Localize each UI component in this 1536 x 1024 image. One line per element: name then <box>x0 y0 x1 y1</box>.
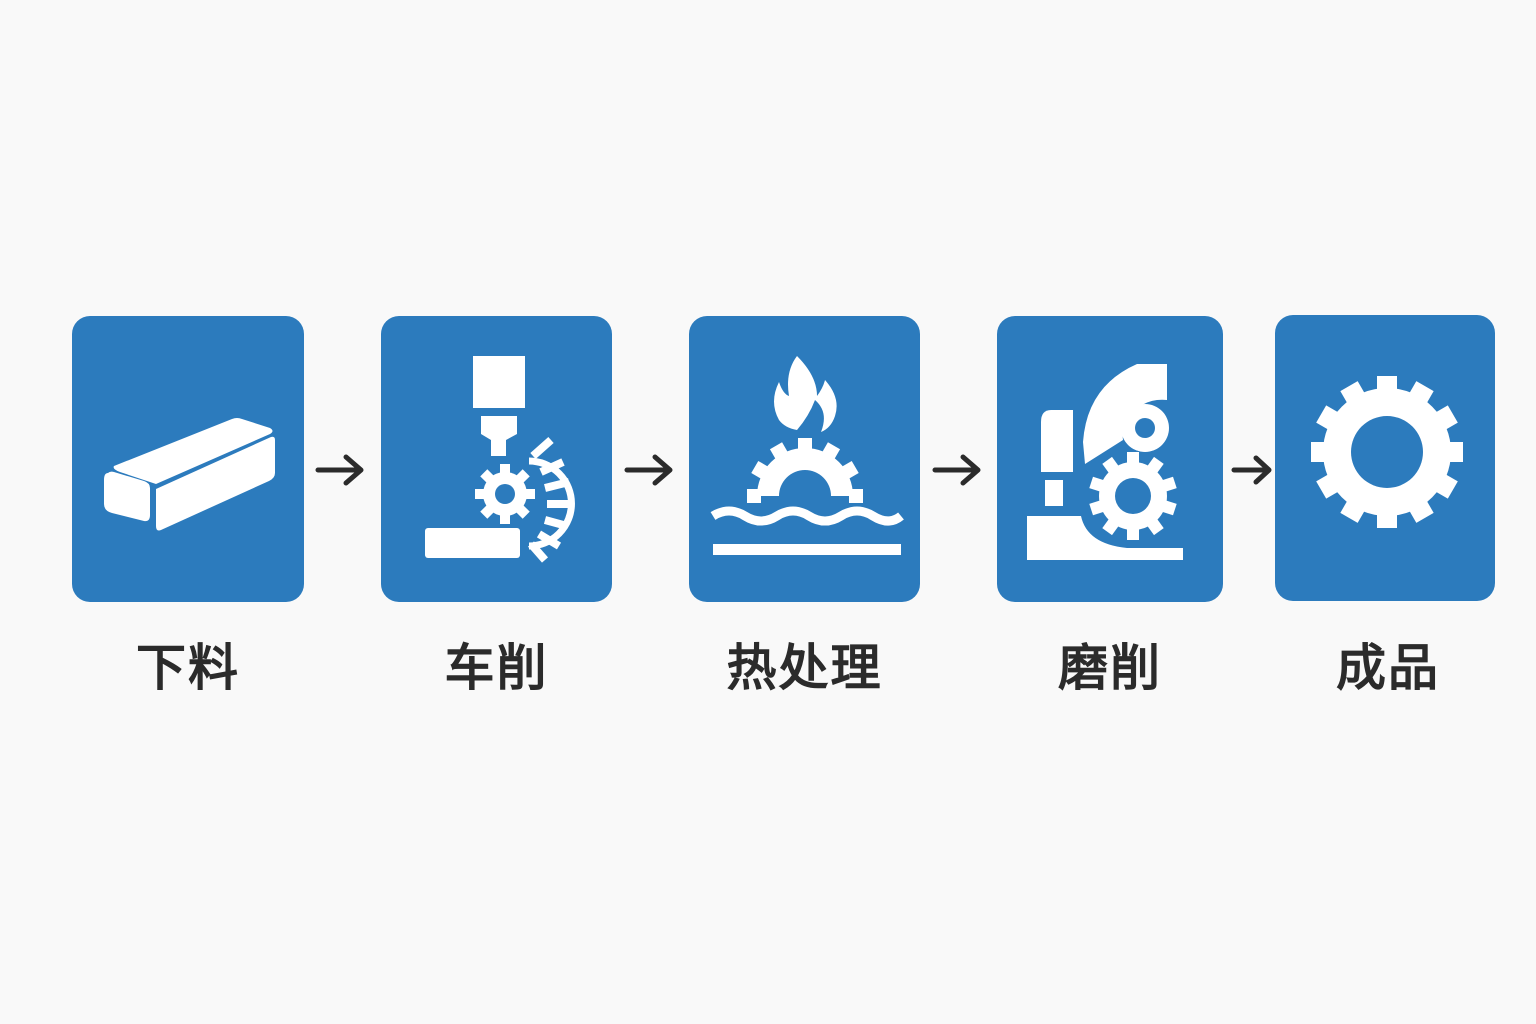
heat-treatment-icon <box>710 356 904 555</box>
step-2-label: 车削 <box>444 639 549 697</box>
step-3-label: 热处理 <box>726 639 883 697</box>
step-4-label: 磨削 <box>1058 639 1162 697</box>
lathe-turning-icon <box>425 356 575 563</box>
step-2-tile <box>381 316 612 602</box>
step-3-tile <box>689 316 920 602</box>
step-5-tile <box>1275 315 1495 601</box>
step-1-tile <box>72 316 304 602</box>
step-5-label: 成品 <box>1336 639 1440 697</box>
step-4-tile <box>997 316 1223 602</box>
step-1-label: 下料 <box>136 639 240 697</box>
arrow-right-icon <box>1231 455 1272 485</box>
arrow-right-icon <box>315 454 364 486</box>
grinding-machine-icon <box>1027 364 1183 560</box>
arrow-right-icon <box>932 454 981 486</box>
metal-bar-icon <box>104 418 275 531</box>
arrow-right-icon <box>624 454 673 486</box>
gear-icon <box>1311 376 1463 528</box>
